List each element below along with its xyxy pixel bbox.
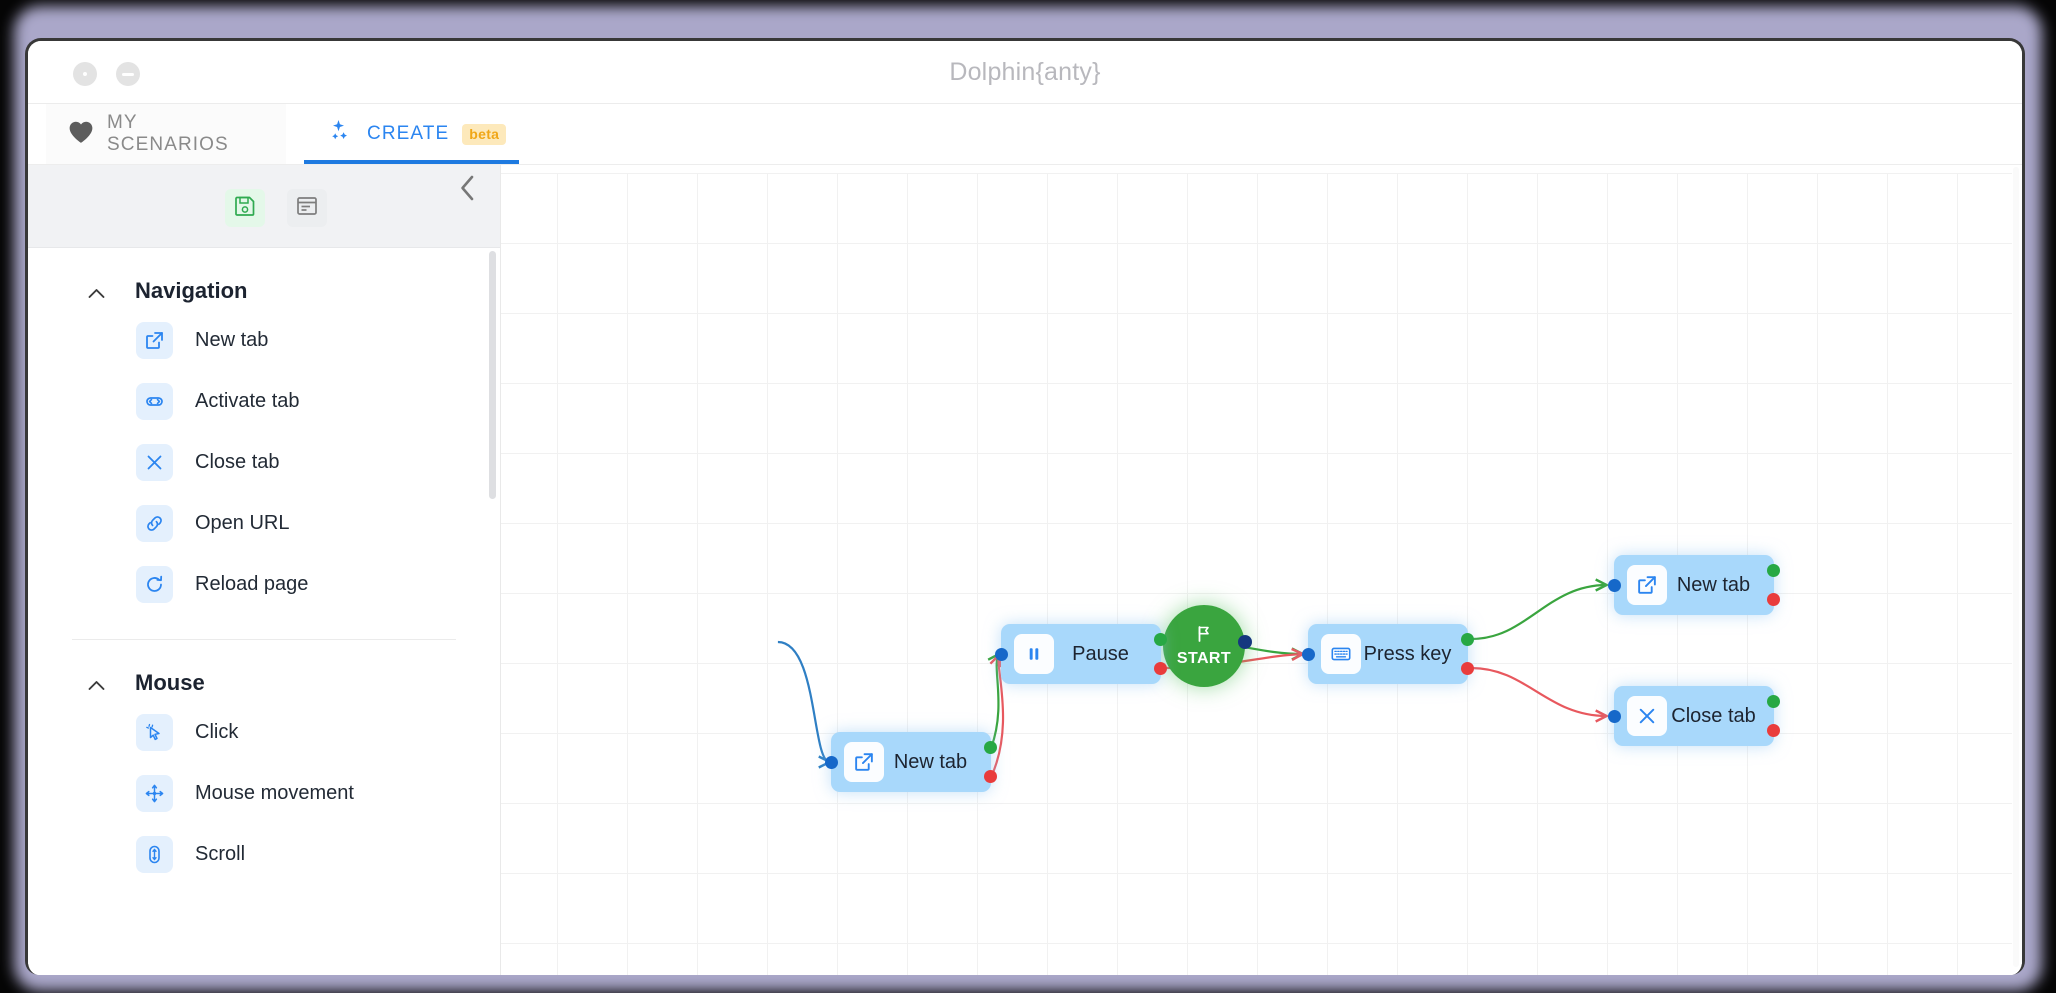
node-success-port[interactable] — [984, 741, 997, 754]
node-input-port[interactable] — [995, 647, 1008, 661]
node-success-port[interactable] — [1461, 633, 1474, 646]
note-icon — [296, 195, 318, 222]
edge-presskey-ok-to-newtab2 — [1471, 578, 1610, 641]
keyboard-icon — [1321, 634, 1361, 674]
title-bar: Dolphin{anty} — [28, 41, 2022, 104]
node-press-key[interactable]: Press key — [1302, 624, 1474, 684]
main-body: Navigation New tab — [28, 165, 2022, 975]
flow-canvas[interactable]: START New tab — [501, 165, 2022, 975]
node-error-port[interactable] — [1767, 724, 1780, 737]
activate-tab-icon — [136, 383, 173, 420]
node-error-port[interactable] — [1461, 662, 1474, 675]
start-node[interactable]: START — [1163, 605, 1252, 687]
external-link-icon — [136, 322, 173, 359]
app-title: Dolphin{anty} — [949, 58, 1101, 86]
chevron-up-icon — [88, 286, 105, 298]
node-new-tab-1-label: New tab — [893, 750, 968, 773]
magic-wand-icon — [326, 118, 354, 150]
edge-layer — [777, 578, 1610, 778]
move-arrows-icon — [136, 775, 173, 812]
reload-icon — [136, 566, 173, 603]
sidebar-divider — [72, 639, 456, 640]
tab-create-label: CREATE — [367, 123, 450, 144]
canvas-scrollbar[interactable] — [2013, 167, 2019, 967]
window-close-button[interactable] — [73, 62, 97, 86]
sidebar-item-click[interactable]: Click — [28, 702, 500, 763]
node-close-tab[interactable]: Close tab — [1608, 686, 1780, 746]
node-input-port[interactable] — [1302, 647, 1315, 661]
sidebar-item-click-label: Click — [195, 721, 239, 743]
sidebar-group-navigation-title: Navigation — [135, 278, 248, 303]
sidebar-item-close-tab-label: Close tab — [195, 451, 280, 473]
sidebar-scrollbar[interactable] — [489, 251, 496, 499]
node-new-tab-2-label: New tab — [1676, 573, 1751, 596]
notes-button[interactable] — [287, 189, 327, 227]
external-link-icon — [844, 742, 884, 782]
node-input-port[interactable] — [1608, 578, 1621, 592]
node-press-key-label: Press key — [1363, 642, 1452, 665]
edge-presskey-err-to-closetab — [1471, 666, 1610, 723]
node-pause[interactable]: Pause — [995, 624, 1167, 684]
window-minimize-button[interactable] — [116, 62, 140, 86]
sidebar-item-close-tab[interactable]: Close tab — [28, 432, 500, 493]
tab-strip: MY SCENARIOS CREATE beta — [28, 104, 2022, 165]
cursor-click-icon — [136, 714, 173, 751]
node-success-port[interactable] — [1154, 633, 1167, 646]
close-x-icon — [136, 444, 173, 481]
sidebar-group-mouse-title: Mouse — [135, 670, 205, 695]
sidebar-item-mouse-movement[interactable]: Mouse movement — [28, 763, 500, 824]
app-window: Dolphin{anty} MY SCENARIOS — [25, 38, 2025, 975]
sidebar-item-activate-tab-label: Activate tab — [195, 390, 300, 412]
pause-icon — [1014, 634, 1054, 674]
node-error-port[interactable] — [1767, 593, 1780, 606]
node-input-port[interactable] — [1608, 709, 1621, 723]
sidebar-group-navigation: Navigation New tab — [28, 248, 500, 615]
sidebar-item-mouse-movement-label: Mouse movement — [195, 782, 354, 804]
sidebar-group-navigation-header[interactable]: Navigation — [28, 248, 500, 310]
save-scenario-button[interactable] — [225, 189, 265, 227]
node-success-port[interactable] — [1767, 564, 1780, 577]
node-error-port[interactable] — [1154, 662, 1167, 675]
link-icon — [136, 505, 173, 542]
sidebar-group-mouse: Mouse Click — [28, 640, 500, 885]
node-input-port[interactable] — [825, 755, 838, 769]
tab-my-scenarios[interactable]: MY SCENARIOS — [46, 104, 286, 164]
chevron-up-icon — [88, 678, 105, 690]
sidebar-item-reload-page[interactable]: Reload page — [28, 554, 500, 615]
beta-badge: beta — [462, 123, 507, 145]
sidebar-item-scroll-label: Scroll — [195, 843, 246, 865]
close-x-icon — [1627, 696, 1667, 736]
sidebar-item-reload-page-label: Reload page — [195, 573, 309, 595]
sidebar: Navigation New tab — [28, 165, 501, 975]
sidebar-item-open-url-label: Open URL — [195, 512, 290, 534]
tab-my-scenarios-label: MY SCENARIOS — [107, 112, 229, 155]
start-output-port[interactable] — [1238, 635, 1252, 649]
edge-newtab1-err-to-pause — [989, 652, 1005, 778]
sidebar-item-new-tab[interactable]: New tab — [28, 310, 500, 371]
start-node-label: START — [1176, 650, 1232, 667]
scroll-icon — [136, 836, 173, 873]
tab-create[interactable]: CREATE beta — [304, 104, 519, 164]
sidebar-group-mouse-header[interactable]: Mouse — [28, 640, 500, 702]
sidebar-item-activate-tab[interactable]: Activate tab — [28, 371, 500, 432]
edge-start-to-newtab1 — [777, 640, 833, 769]
sidebar-toolbar — [28, 165, 500, 248]
sidebar-item-scroll[interactable]: Scroll — [28, 824, 500, 885]
node-new-tab-2[interactable]: New tab — [1608, 555, 1780, 615]
node-new-tab-1[interactable]: New tab — [825, 732, 997, 792]
node-pause-label: Pause — [1072, 642, 1129, 665]
node-error-port[interactable] — [984, 770, 997, 783]
chevron-left-icon — [459, 175, 476, 201]
node-close-tab-label: Close tab — [1671, 704, 1756, 727]
sidebar-collapse-button[interactable] — [450, 171, 484, 205]
flag-icon — [1194, 624, 1214, 649]
external-link-icon — [1627, 565, 1667, 605]
sidebar-scroll-area[interactable]: Navigation New tab — [28, 248, 500, 975]
sidebar-item-new-tab-label: New tab — [195, 329, 269, 351]
node-success-port[interactable] — [1767, 695, 1780, 708]
sidebar-item-open-url[interactable]: Open URL — [28, 493, 500, 554]
save-disk-icon — [234, 195, 256, 222]
edge-newtab1-ok-to-pause — [987, 651, 1001, 749]
heart-icon — [68, 120, 94, 149]
